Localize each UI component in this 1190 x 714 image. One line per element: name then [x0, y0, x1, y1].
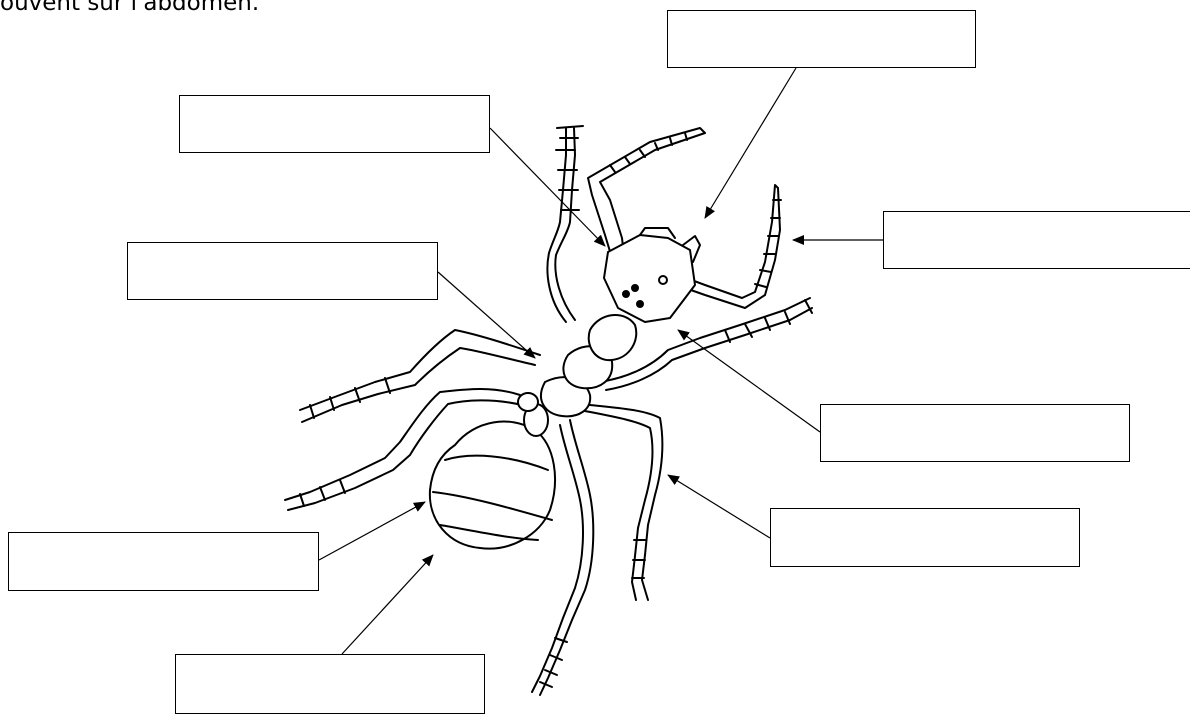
arrow-box7 — [319, 502, 425, 560]
ant-illustration — [285, 126, 812, 695]
label-box-abdomen-bottom[interactable] — [175, 654, 485, 714]
arrow-box1 — [705, 68, 796, 218]
label-box-thorax-left[interactable] — [127, 242, 438, 300]
label-box-head-right[interactable] — [820, 404, 1130, 462]
label-box-upper-left[interactable] — [179, 95, 490, 153]
arrow-box6 — [668, 475, 770, 538]
ant-abdomen — [430, 422, 555, 549]
label-box-antenna-top[interactable] — [667, 10, 976, 68]
label-box-abdomen-left[interactable] — [8, 532, 319, 591]
ant-thorax — [541, 315, 636, 416]
arrow-box2 — [490, 128, 605, 246]
arrow-box8 — [342, 555, 433, 654]
label-box-leg-right[interactable] — [770, 508, 1080, 567]
label-box-antenna-right[interactable] — [883, 211, 1190, 269]
arrow-box5 — [678, 330, 820, 432]
